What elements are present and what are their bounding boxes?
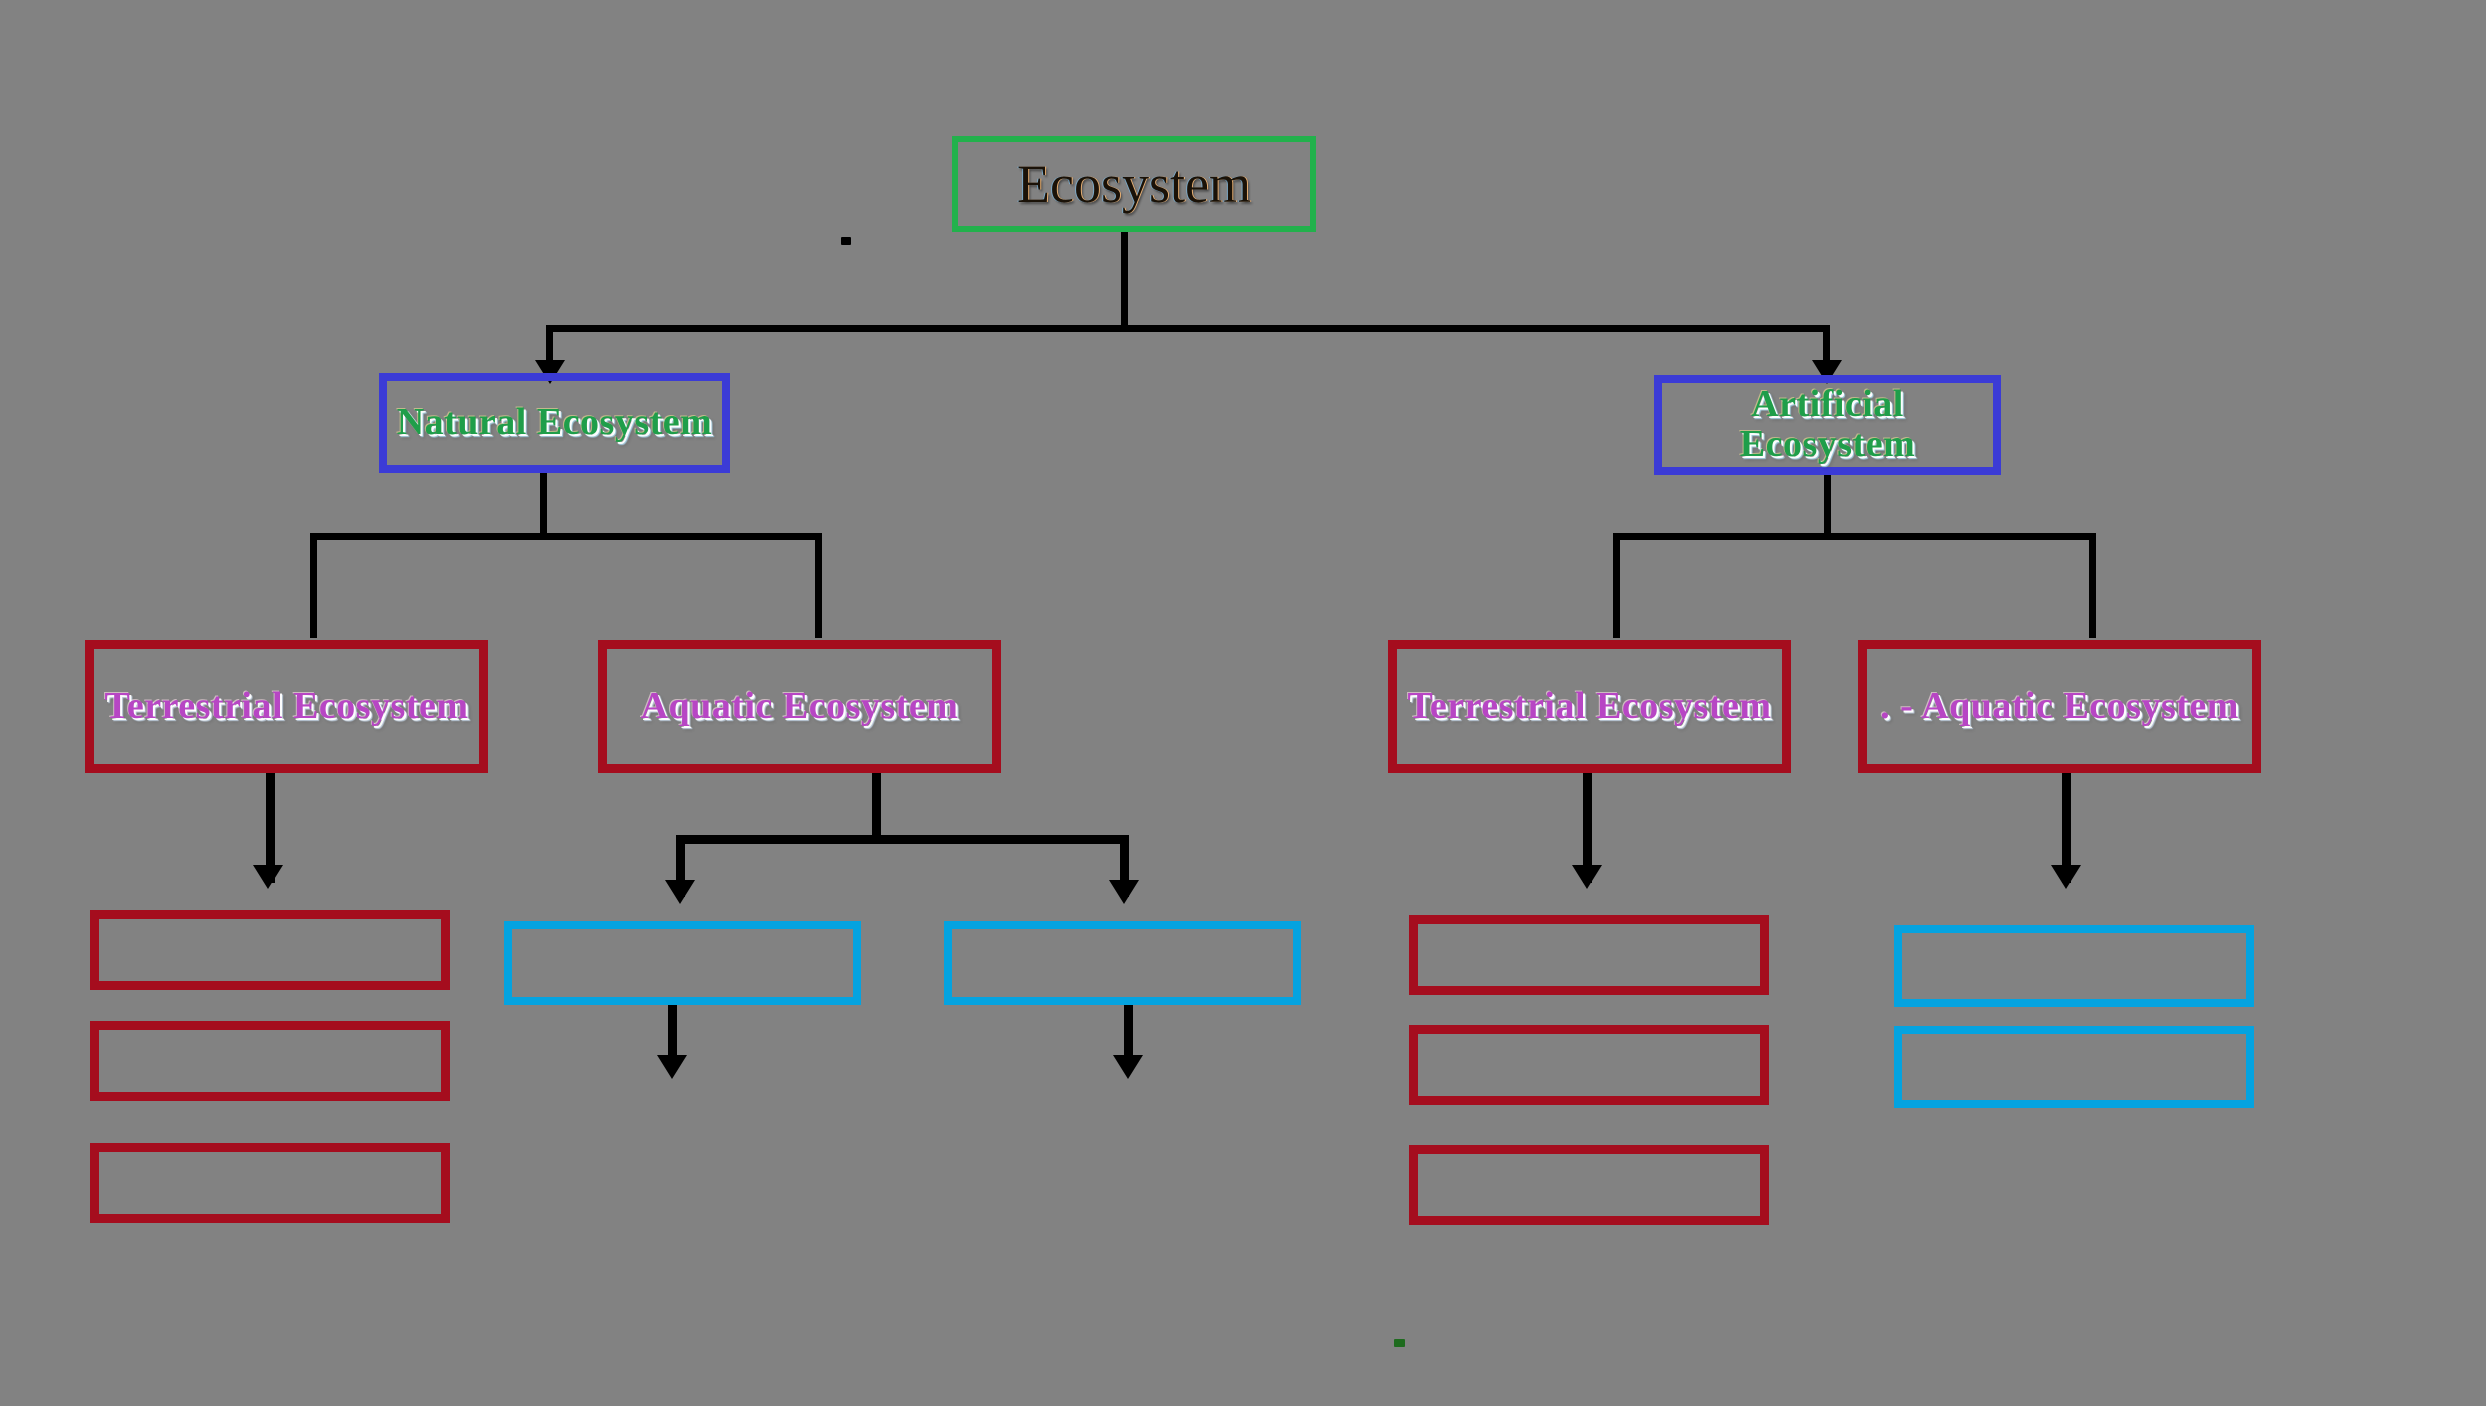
connector-natural-stem [540,473,547,536]
arrowhead-art-aquatic [2051,865,2081,889]
connector-root-to-artificial [1823,325,1830,375]
connector-art-terrestrial-stem [1583,773,1592,883]
connector-nat-aquatic-leaf2-dangle [1124,1005,1133,1071]
node-natural-aquatic-label: Aquatic Ecosystem [640,684,959,727]
connector-artificial-bar [1613,533,2096,540]
arrowhead-art-terrestrial [1572,865,1602,889]
connector-nat-aquatic-to-leaf1 [676,835,685,897]
arrowhead-nat-aquatic-leaf1 [665,880,695,904]
artifact-speck-black [841,237,851,245]
node-natural-ecosystem[interactable]: Natural Ecosystem [379,373,730,473]
connector-nat-aquatic-leaf1-dangle [668,1005,677,1071]
node-artificial-aquatic-ecosystem[interactable]: . - Aquatic Ecosystem [1858,640,2261,773]
node-artificial-terrestrial-ecosystem[interactable]: Terrestrial Ecosystem [1388,640,1791,773]
node-root-label: Ecosystem [1017,153,1251,214]
connector-artificial-to-aquatic [2089,533,2096,638]
node-root-ecosystem[interactable]: Ecosystem [952,136,1316,232]
node-artificial-label: Artificial Ecosystem [1739,383,1916,465]
connector-nat-aquatic-to-leaf2 [1120,835,1129,897]
connector-artificial-stem [1824,475,1831,536]
node-natural-label: Natural Ecosystem [396,401,713,444]
leaf-box-art-aquatic-2[interactable] [1894,1026,2254,1108]
connector-natural-to-aquatic [815,533,822,638]
node-natural-aquatic-ecosystem[interactable]: Aquatic Ecosystem [598,640,1001,773]
connector-nat-aquatic-bar [676,835,1129,844]
arrowhead-nat-aquatic-leaf1-dangle [657,1055,687,1079]
leaf-box-nat-aquatic-2[interactable] [944,921,1301,1005]
connector-root-to-natural [546,325,553,375]
connector-root-bar [546,325,1830,332]
leaf-box-art-terrestrial-3[interactable] [1409,1145,1769,1225]
leaf-box-nat-terrestrial-3[interactable] [90,1143,450,1223]
arrowhead-nat-terrestrial [253,865,283,889]
leaf-box-nat-aquatic-1[interactable] [504,921,861,1005]
connector-natural-bar [310,533,822,540]
leaf-box-nat-terrestrial-2[interactable] [90,1021,450,1101]
leaf-box-nat-terrestrial-1[interactable] [90,910,450,990]
node-artificial-ecosystem[interactable]: Artificial Ecosystem [1654,375,2001,475]
connector-nat-aquatic-stem [872,773,881,840]
connector-art-aquatic-stem [2062,773,2071,883]
node-artificial-terrestrial-label: Terrestrial Ecosystem [1407,684,1772,727]
node-artificial-aquatic-label: . - Aquatic Ecosystem [1880,684,2239,727]
node-natural-terrestrial-ecosystem[interactable]: Terrestrial Ecosystem [85,640,488,773]
connector-nat-terrestrial-stem [266,773,275,883]
leaf-box-art-aquatic-1[interactable] [1894,925,2254,1007]
node-natural-terrestrial-label: Terrestrial Ecosystem [104,684,469,727]
artifact-speck-green [1394,1339,1405,1347]
connector-artificial-to-terrestrial [1613,533,1620,638]
connector-root-stem [1121,232,1128,328]
leaf-box-art-terrestrial-1[interactable] [1409,915,1769,995]
arrowhead-nat-aquatic-leaf2 [1109,880,1139,904]
arrowhead-nat-aquatic-leaf2-dangle [1113,1055,1143,1079]
connector-natural-to-terrestrial [310,533,317,638]
leaf-box-art-terrestrial-2[interactable] [1409,1025,1769,1105]
